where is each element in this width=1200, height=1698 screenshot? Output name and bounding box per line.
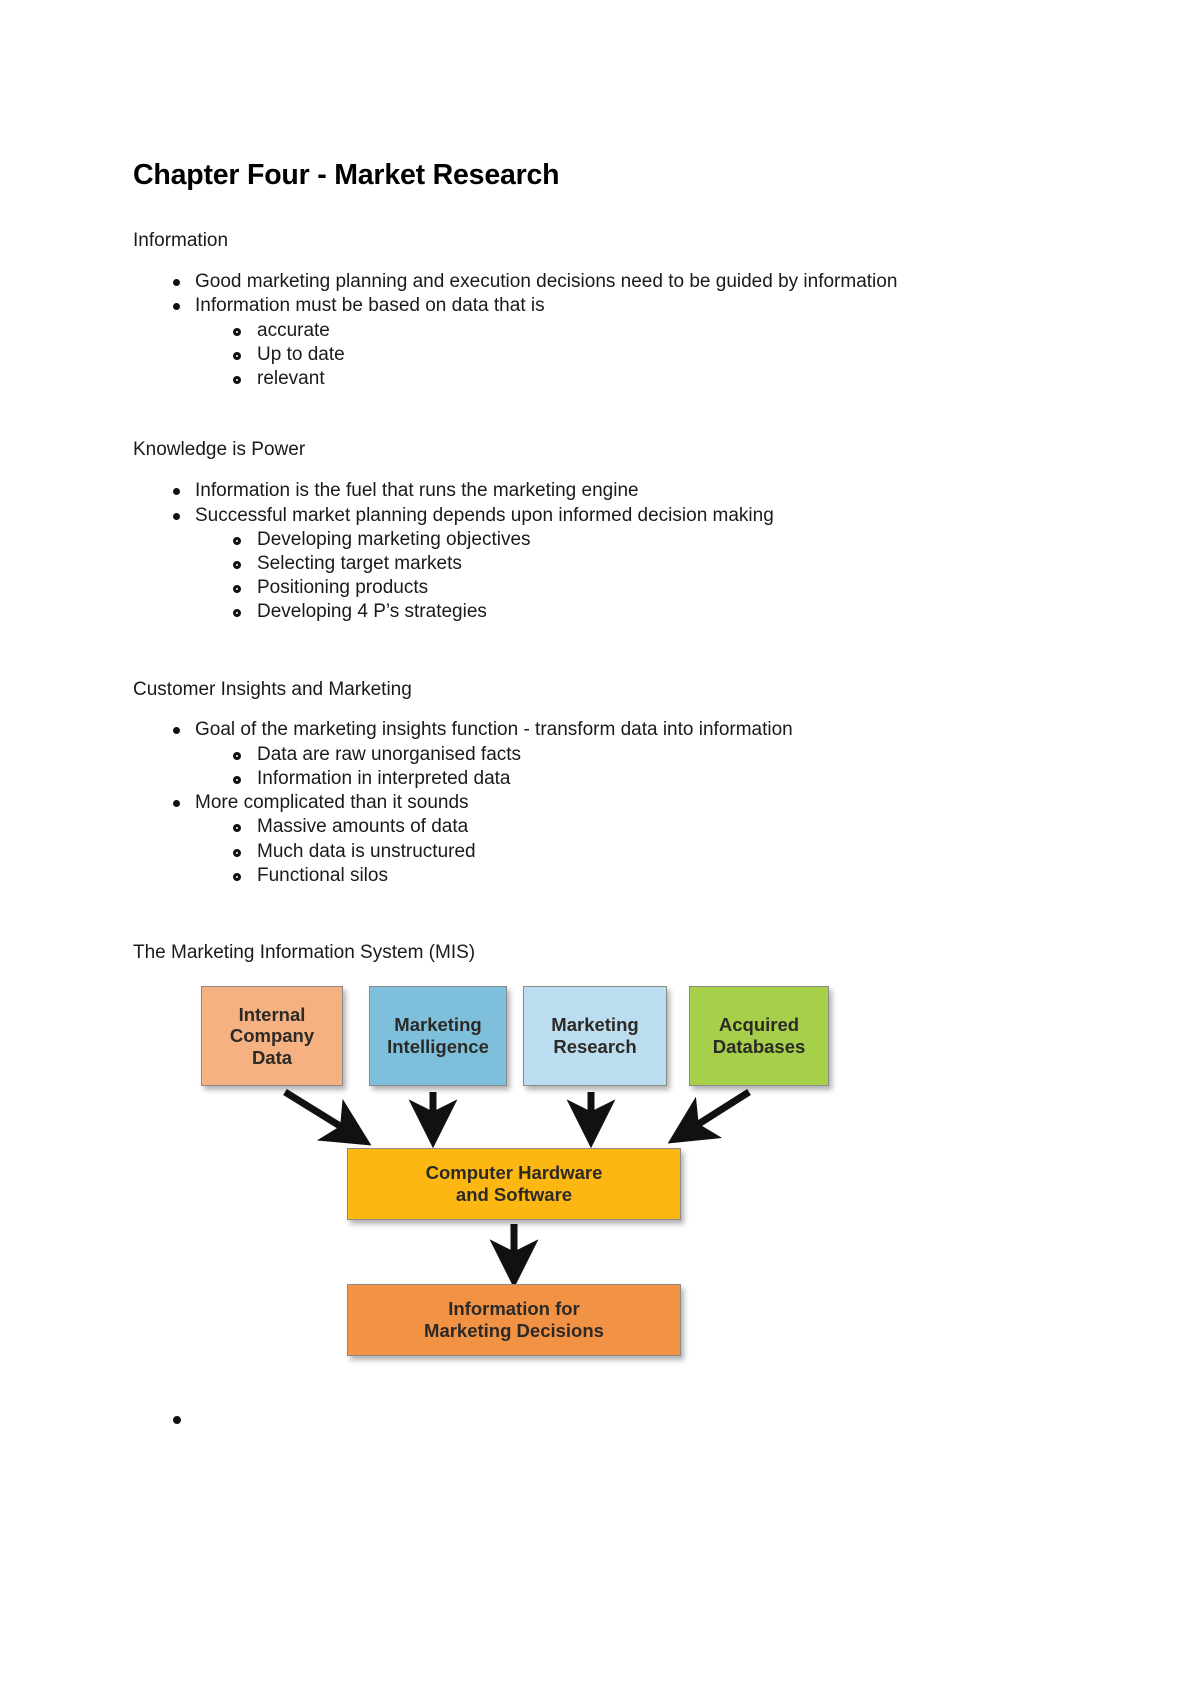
list-item: Information in interpreted data	[195, 767, 1073, 791]
box-line-1: Internal	[238, 1003, 306, 1025]
sub-bullet-list: Developing marketing objectives Selectin…	[195, 528, 1073, 625]
diagram-box-acquired-databases: Acquired Databases	[689, 986, 829, 1086]
bullet-disc-icon	[173, 1416, 181, 1424]
bullet-ring-icon	[233, 327, 241, 336]
list-item: Functional silos	[195, 864, 1073, 888]
list-item: Developing 4 P’s strategies	[195, 600, 1073, 624]
list-item: Information must be based on data that i…	[133, 294, 1073, 391]
trailing-empty-list-item	[133, 1404, 1073, 1444]
bullet-ring-icon	[233, 585, 241, 594]
box-line-2: Company	[229, 1025, 315, 1047]
list-item: Selecting target markets	[195, 552, 1073, 576]
box-line-2: Intelligence	[387, 1036, 489, 1057]
box-line-2: Marketing Decisions	[424, 1320, 604, 1341]
section-heading: The Marketing Information System (MIS)	[133, 942, 476, 964]
section-heading: Knowledge is Power	[133, 439, 306, 461]
document-body: Chapter Four - Market Research Informati…	[133, 158, 1073, 1444]
sub-bullet-list: Data are raw unorganised facts Informati…	[195, 743, 1073, 791]
section-spacer	[133, 625, 1073, 677]
bullet-ring-icon	[233, 351, 241, 360]
box-line-1: Marketing	[551, 1014, 639, 1036]
box-line-3: Data	[251, 1046, 293, 1068]
list-item-label: More complicated than it sounds	[195, 792, 469, 814]
list-item-label: Up to date	[257, 343, 345, 365]
list-item-label: Successful market planning depends upon …	[195, 504, 774, 526]
box-line-1: Information for	[448, 1298, 580, 1320]
list-item-label: Goal of the marketing insights function …	[195, 719, 793, 741]
section-spacer	[133, 888, 1073, 940]
list-item: relevant	[195, 367, 1073, 391]
section-customer-insights: Customer Insights and Marketing Goal of …	[133, 677, 1073, 888]
bullet-ring-icon	[233, 775, 241, 784]
box-line-1: Marketing	[394, 1014, 482, 1036]
box-line-2: and Software	[455, 1184, 573, 1205]
list-item: Successful market planning depends upon …	[133, 504, 1073, 625]
list-item-label: Information in interpreted data	[257, 767, 511, 789]
diagram-box-marketing-intelligence: Marketing Intelligence	[369, 986, 507, 1086]
bullet-ring-icon	[233, 751, 241, 760]
box-line-2: Research	[553, 1036, 637, 1057]
bullet-ring-icon	[233, 824, 241, 833]
section-information: Information Good marketing planning and …	[133, 228, 1073, 391]
list-item-label: Functional silos	[257, 864, 388, 886]
list-item-label: Information must be based on data that i…	[195, 295, 545, 317]
bullet-list: Good marketing planning and execution de…	[133, 270, 1073, 391]
section-heading: Customer Insights and Marketing	[133, 678, 412, 700]
list-item-label: Developing marketing objectives	[257, 528, 531, 550]
bullet-list: Goal of the marketing insights function …	[133, 718, 1073, 887]
section-heading: Information	[133, 230, 229, 252]
list-item: Goal of the marketing insights function …	[133, 718, 1073, 790]
bullet-ring-icon	[233, 609, 241, 618]
list-item-label: Much data is unstructured	[257, 840, 476, 862]
list-item: Developing marketing objectives	[195, 528, 1073, 552]
page-title: Chapter Four - Market Research	[133, 159, 560, 191]
bullet-ring-icon	[233, 560, 241, 569]
bullet-ring-icon	[233, 536, 241, 545]
list-item-label: Massive amounts of data	[257, 816, 469, 838]
arrow-internal-to-computer	[283, 1089, 372, 1146]
list-item: Up to date	[195, 343, 1073, 367]
box-line-1: Computer Hardware	[425, 1162, 603, 1184]
arrow-acquired-to-computer	[667, 1089, 751, 1144]
bullet-list: Information is the fuel that runs the ma…	[133, 479, 1073, 624]
list-item: More complicated than it sounds Massive …	[133, 791, 1073, 888]
list-item: Positioning products	[195, 576, 1073, 600]
bullet-disc-icon	[173, 800, 180, 808]
diagram-box-marketing-research: Marketing Research	[523, 986, 667, 1086]
list-item-label: relevant	[257, 367, 325, 389]
bullet-ring-icon	[233, 375, 241, 384]
list-item-label: accurate	[257, 319, 330, 341]
list-item: Massive amounts of data	[195, 815, 1073, 839]
list-item: Data are raw unorganised facts	[195, 743, 1073, 767]
list-item-label: Developing 4 P’s strategies	[257, 601, 487, 623]
list-item: Good marketing planning and execution de…	[133, 270, 1073, 294]
diagram-box-internal-company-data: Internal Company Data	[201, 986, 343, 1086]
list-item: accurate	[195, 319, 1073, 343]
sub-bullet-list: Massive amounts of data Much data is uns…	[195, 815, 1073, 887]
list-item-label: Information is the fuel that runs the ma…	[195, 480, 639, 502]
box-line-2: Databases	[712, 1036, 806, 1057]
list-item-label: Positioning products	[257, 577, 429, 599]
section-mis: The Marketing Information System (MIS)	[133, 940, 1073, 1444]
diagram-arrows	[283, 1089, 751, 1289]
bullet-disc-icon	[173, 278, 180, 286]
list-item-label: Good marketing planning and execution de…	[195, 270, 898, 292]
list-item: Much data is unstructured	[195, 840, 1073, 864]
marketing-information-system-diagram: Internal Company Data Marketing Intellig…	[133, 984, 1073, 1404]
section-spacer	[133, 391, 1073, 437]
list-item-label: Selecting target markets	[257, 552, 462, 574]
bullet-disc-icon	[173, 727, 180, 735]
box-line-1: Acquired	[718, 1014, 800, 1036]
bullet-ring-icon	[233, 872, 241, 881]
sub-bullet-list: accurate Up to date relevant	[195, 319, 1073, 391]
list-item: Information is the fuel that runs the ma…	[133, 479, 1073, 503]
bullet-ring-icon	[233, 848, 241, 857]
diagram-box-information-for-marketing-decisions: Information for Marketing Decisions	[347, 1284, 681, 1356]
section-knowledge-is-power: Knowledge is Power Information is the fu…	[133, 437, 1073, 624]
bullet-disc-icon	[173, 303, 180, 311]
bullet-disc-icon	[173, 512, 180, 520]
list-item-label: Data are raw unorganised facts	[257, 743, 522, 765]
diagram-box-computer-hardware-and-software: Computer Hardware and Software	[347, 1148, 681, 1220]
bullet-disc-icon	[173, 488, 180, 496]
